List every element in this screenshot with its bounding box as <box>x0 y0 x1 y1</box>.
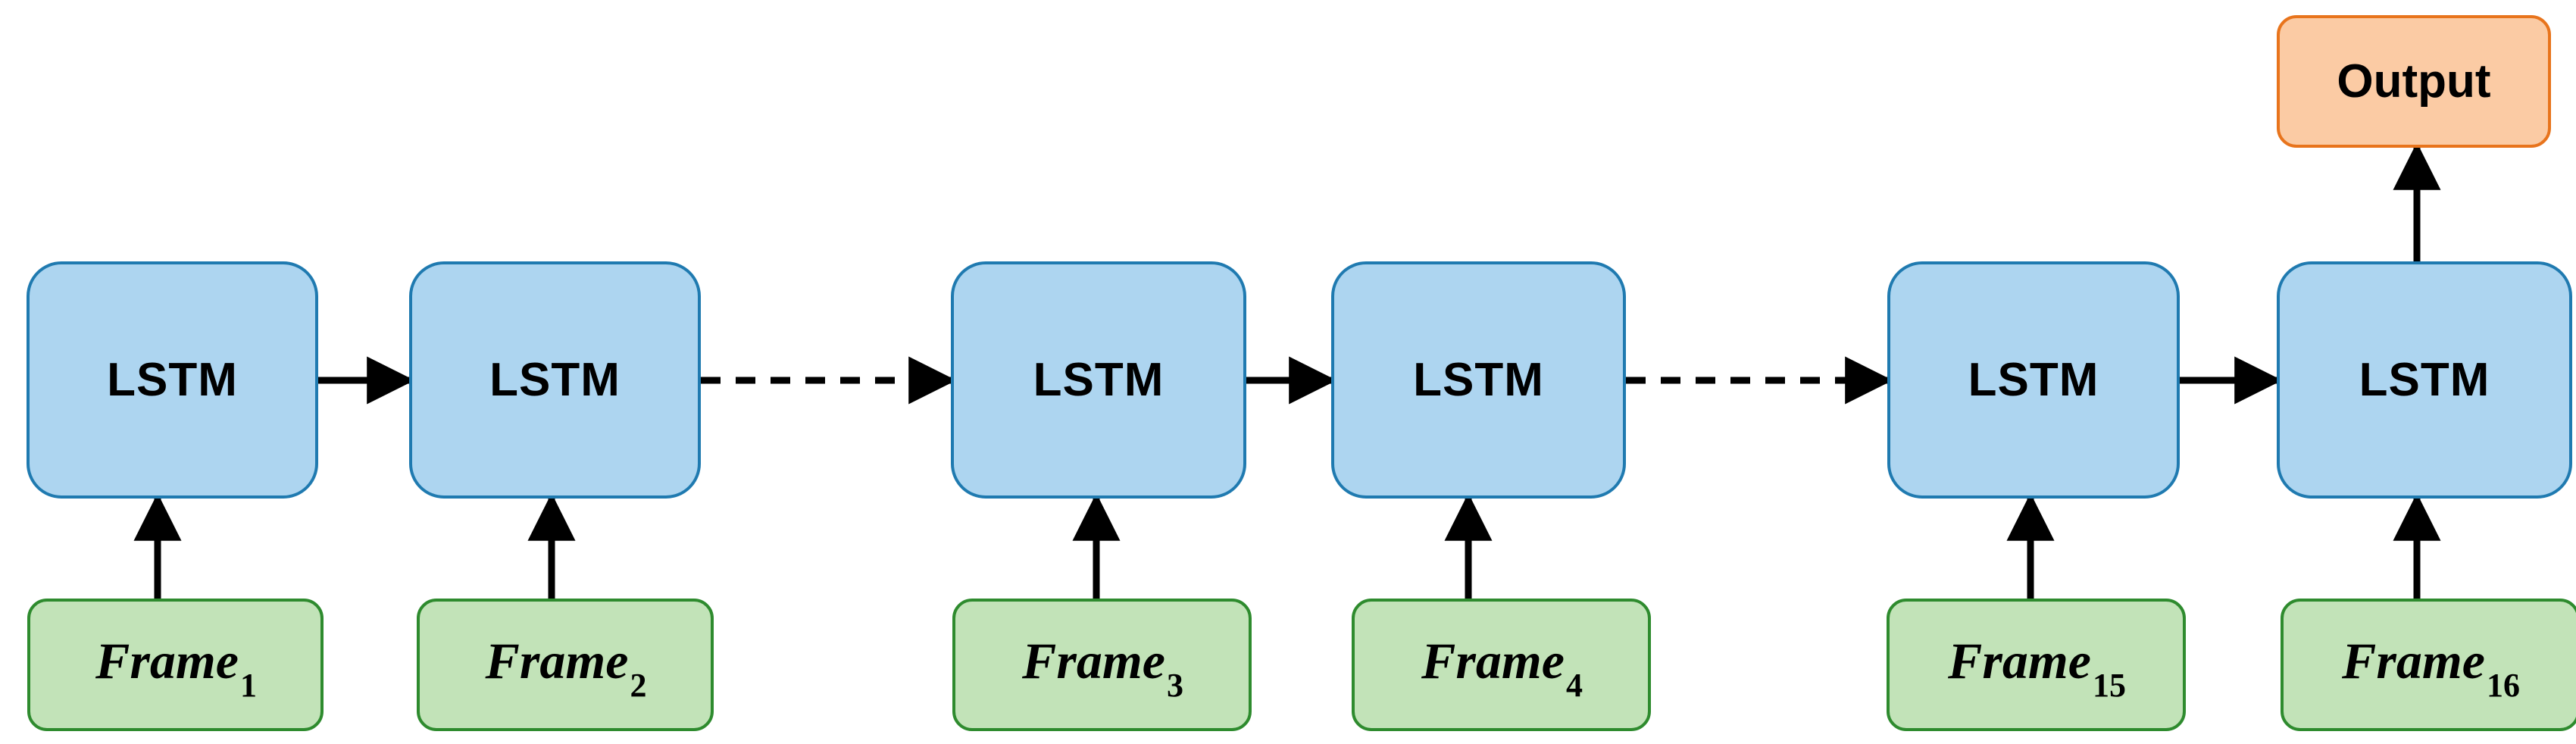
lstm-cell-label: LSTM <box>107 353 238 406</box>
lstm-cell-label: LSTM <box>489 353 621 406</box>
frame-block-label: Frame2 <box>485 631 647 705</box>
lstm-cell-label: LSTM <box>1968 353 2099 406</box>
frame-block-4[interactable]: Frame4 <box>1352 599 1651 731</box>
lstm-cell-label: LSTM <box>1033 353 1165 406</box>
lstm-cell-label: LSTM <box>1413 353 1544 406</box>
lstm-cell-4[interactable]: LSTM <box>1331 261 1626 499</box>
lstm-cell-label: LSTM <box>2359 353 2490 406</box>
frame-block-1[interactable]: Frame1 <box>27 599 324 731</box>
frame-block-label: Frame15 <box>1948 631 2126 705</box>
frame-block-15[interactable]: Frame15 <box>1887 599 2186 731</box>
frame-block-16[interactable]: Frame16 <box>2281 599 2576 731</box>
output-block-label: Output <box>2337 55 2491 108</box>
frame-block-3[interactable]: Frame3 <box>952 599 1252 731</box>
frame-block-2[interactable]: Frame2 <box>417 599 714 731</box>
frame-block-label: Frame16 <box>2342 631 2520 705</box>
lstm-cell-2[interactable]: LSTM <box>409 261 701 499</box>
lstm-cell-1[interactable]: LSTM <box>27 261 318 499</box>
lstm-cell-5[interactable]: LSTM <box>1887 261 2180 499</box>
frame-block-label: Frame1 <box>95 631 257 705</box>
frame-block-label: Frame4 <box>1421 631 1583 705</box>
frame-block-label: Frame3 <box>1022 631 1183 705</box>
lstm-cell-3[interactable]: LSTM <box>951 261 1246 499</box>
output-block[interactable]: Output <box>2277 15 2551 148</box>
lstm-cell-6[interactable]: LSTM <box>2277 261 2572 499</box>
